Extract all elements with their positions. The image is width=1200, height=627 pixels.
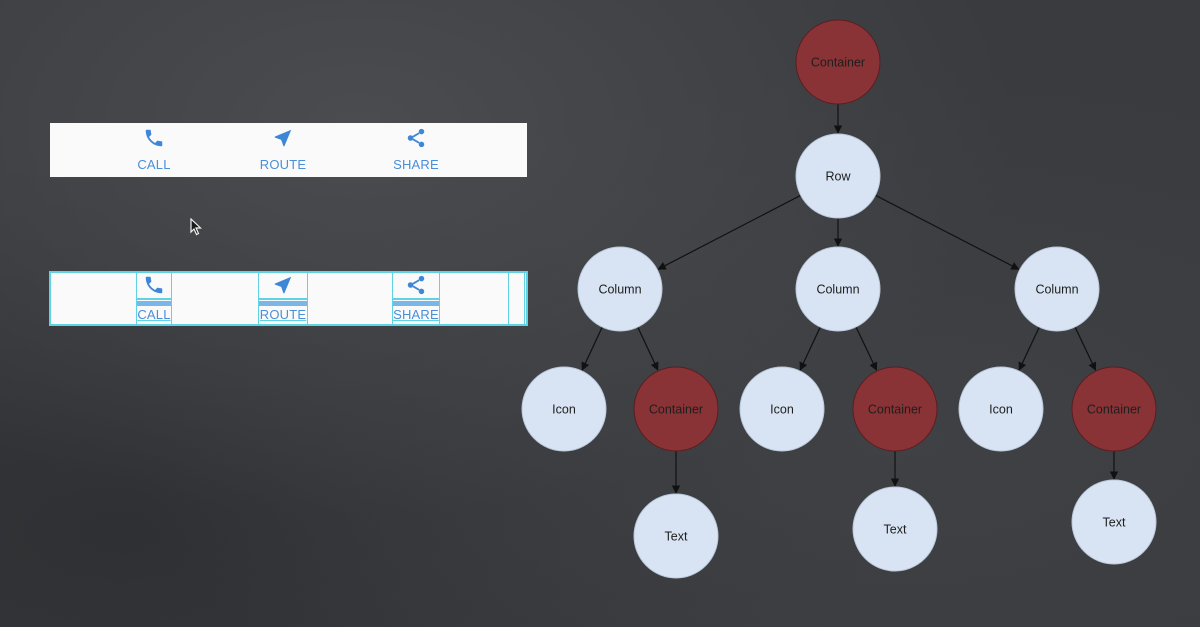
tree-edge-col2-cont2 <box>855 326 878 371</box>
tree-node-label: Column <box>1035 283 1078 297</box>
navigation-arrow-icon <box>259 272 307 300</box>
share-icon <box>403 125 429 151</box>
phone-icon <box>137 272 171 300</box>
tree-node-col2: Column <box>795 246 881 332</box>
container-node-circle <box>633 366 719 452</box>
debug-guide-line <box>508 272 509 325</box>
share-button-debug[interactable]: SHARE <box>392 272 440 325</box>
container-node-circle <box>852 366 938 452</box>
tree-edge-col3-icon3 <box>1018 326 1040 371</box>
tree-node-label: Container <box>811 56 865 70</box>
navigation-arrow-icon <box>270 125 296 151</box>
debug-guide-line <box>524 272 525 325</box>
widget-node-circle <box>1071 479 1157 565</box>
tree-node-label: Row <box>825 170 851 184</box>
widget-node-circle <box>739 366 825 452</box>
widget-node-circle <box>1014 246 1100 332</box>
container-node-circle <box>795 19 881 105</box>
share-label: SHARE <box>393 157 439 172</box>
tree-edge-row-col1 <box>657 194 801 270</box>
phone-icon <box>141 125 167 151</box>
tree-node-icon3: Icon <box>958 366 1044 452</box>
tree-node-text1: Text <box>633 493 719 579</box>
widget-node-circle <box>577 246 663 332</box>
tree-node-col1: Column <box>577 246 663 332</box>
button-row-preview: CALL ROUTE SHARE <box>50 123 527 177</box>
tree-node-icon1: Icon <box>521 366 607 452</box>
call-label: CALL <box>137 307 171 322</box>
tree-node-col3: Column <box>1014 246 1100 332</box>
tree-node-label: Container <box>649 403 703 417</box>
tree-edge-col2-icon2 <box>799 326 821 371</box>
tree-node-text2: Text <box>852 486 938 572</box>
tree-edge-col1-icon1 <box>581 326 603 371</box>
tree-edge-col1-cont1 <box>637 326 659 371</box>
share-label: SHARE <box>393 307 439 322</box>
tree-node-label: Icon <box>989 403 1013 417</box>
share-icon <box>393 272 439 300</box>
mouse-cursor-icon <box>190 218 202 236</box>
call-label: CALL <box>137 157 171 172</box>
tree-node-label: Column <box>598 283 641 297</box>
tree-node-row: Row <box>795 133 881 219</box>
tree-edge-row-col3 <box>875 194 1020 270</box>
widget-node-circle <box>633 493 719 579</box>
tree-node-cont1: Container <box>633 366 719 452</box>
tree-node-cont2: Container <box>852 366 938 452</box>
widget-node-circle <box>521 366 607 452</box>
tree-node-label: Text <box>884 523 907 537</box>
tree-node-label: Container <box>1087 403 1141 417</box>
tree-node-label: Container <box>868 403 922 417</box>
tree-node-label: Text <box>665 530 688 544</box>
widget-node-circle <box>958 366 1044 452</box>
container-node-circle <box>1071 366 1157 452</box>
tree-node-cont3: Container <box>1071 366 1157 452</box>
padding-strip <box>393 301 439 306</box>
route-label: ROUTE <box>259 307 307 322</box>
call-button-debug[interactable]: CALL <box>136 272 172 325</box>
route-button[interactable]: ROUTE <box>258 123 308 177</box>
padding-strip <box>259 301 307 306</box>
share-button[interactable]: SHARE <box>392 123 440 177</box>
widget-node-circle <box>795 133 881 219</box>
tree-edge-col3-cont3 <box>1074 326 1097 371</box>
route-button-debug[interactable]: ROUTE <box>258 272 308 325</box>
tree-node-label: Icon <box>552 403 576 417</box>
button-row-debug-layout: CALL ROUTE SHARE <box>49 271 528 326</box>
tree-node-label: Icon <box>770 403 794 417</box>
padding-strip <box>137 301 171 306</box>
tree-node-root: Container <box>795 19 881 105</box>
tree-node-label: Text <box>1103 516 1126 530</box>
widget-node-circle <box>795 246 881 332</box>
call-button[interactable]: CALL <box>136 123 172 177</box>
route-label: ROUTE <box>259 157 307 172</box>
tree-node-label: Column <box>816 283 859 297</box>
tree-node-icon2: Icon <box>739 366 825 452</box>
widget-node-circle <box>852 486 938 572</box>
tree-node-text3: Text <box>1071 479 1157 565</box>
